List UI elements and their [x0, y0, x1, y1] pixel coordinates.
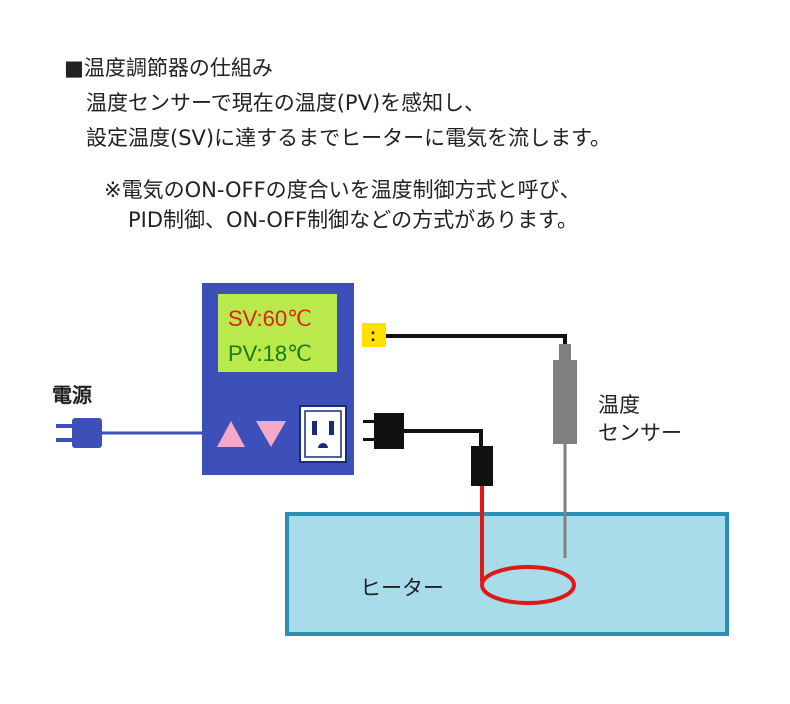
- sensor-label-line-2: センサー: [598, 421, 682, 445]
- water-tank: [285, 512, 729, 636]
- sensor-label-line-1: 温度: [598, 393, 640, 417]
- heater-coil: [480, 565, 576, 605]
- description-line-2: 設定温度(SV)に達するまでヒーターに電気を流します。: [86, 126, 611, 150]
- sensor-terminal: [362, 323, 386, 347]
- sensor-cable: [386, 334, 567, 348]
- heater-label: ヒーター: [360, 576, 444, 600]
- controller-display: [218, 294, 337, 372]
- down-arrow-button[interactable]: [256, 421, 286, 447]
- note-line-1: ※電気のON-OFFの度合いを温度制御方式と呼び、: [104, 178, 581, 202]
- power-plug-icon: [56, 418, 102, 448]
- heater-plug-icon: [363, 413, 404, 449]
- up-arrow-button[interactable]: [217, 421, 245, 447]
- sensor-terminal-glyph: :: [370, 325, 376, 345]
- sv-readout: SV:60℃: [228, 306, 312, 331]
- power-label: 電源: [52, 383, 92, 407]
- heater-connector: [471, 446, 493, 486]
- note-line-2: PID制御、ON-OFF制御などの方式があります。: [128, 208, 579, 232]
- description-line-1: 温度センサーで現在の温度(PV)を感知し、: [86, 91, 486, 115]
- outlet-icon: [299, 405, 347, 463]
- heater-cable: [404, 429, 483, 448]
- title-line: ■温度調節器の仕組み: [64, 58, 273, 79]
- sensor-probe-body: [553, 360, 577, 444]
- sensor-probe-neck: [559, 344, 571, 362]
- pv-readout: PV:18℃: [228, 341, 312, 366]
- title-marker: ■: [64, 56, 84, 80]
- page-title: 温度調節器の仕組み: [83, 56, 273, 80]
